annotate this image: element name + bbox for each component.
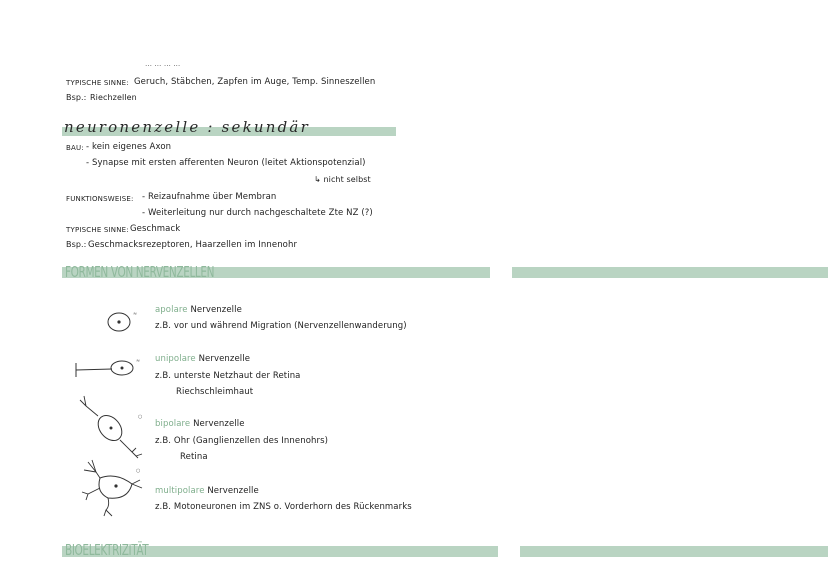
- bsp-2-value: Geschmacksrezeptoren, Haarzellen im Inne…: [88, 240, 298, 250]
- neuron-3-example-2: Retina: [180, 452, 208, 462]
- neuron-4-rest: Nervenzelle: [207, 486, 259, 496]
- neuron-4-title: multipolare Nervenzelle: [155, 486, 259, 496]
- neuron-4-example-1: z.B. Motoneuronen im ZNS o. Vorderhorn d…: [155, 502, 412, 512]
- neuron-3-rest: Nervenzelle: [193, 419, 245, 429]
- bau-line-3: ↳ nicht selbst: [314, 175, 371, 184]
- typische-sinne-label: TYPISCHE SINNE:: [66, 79, 129, 87]
- neuron-1-rest: Nervenzelle: [190, 305, 242, 315]
- funktionsweise-line-2: - Weiterleitung nur durch nachgeschaltet…: [142, 208, 373, 218]
- section-title-bioelektrizitaet: BIOELEKTRIZITÄT: [65, 541, 149, 559]
- neuron-2-example-2: Riechschleimhaut: [176, 387, 254, 397]
- section-bar-left: [62, 267, 490, 278]
- section-bar-right: [512, 267, 828, 278]
- svg-text:≈: ≈: [133, 311, 137, 317]
- unipolar-neuron-icon: ≈: [75, 358, 140, 377]
- neuron-2-rest: Nervenzelle: [198, 354, 251, 364]
- typische-sinne-value: Geruch, Stäbchen, Zapfen im Auge, Temp. …: [134, 77, 376, 87]
- typische-sinne-2-label: TYPISCHE SINNE:: [66, 226, 129, 234]
- cursive-heading-highlight: [62, 127, 396, 136]
- section-bar-bio-right: [520, 546, 828, 557]
- neuron-3-type: bipolare: [155, 419, 191, 429]
- multipolar-neuron-icon: ○: [81, 459, 143, 517]
- neuron-2-title: unipolare Nervenzelle: [155, 354, 250, 364]
- bipolar-neuron-icon: ○: [79, 395, 142, 459]
- neuron-1-example: z.B. vor und während Migration (Nervenze…: [155, 321, 407, 331]
- neuron-3-title: bipolare Nervenzelle: [155, 419, 245, 429]
- neuron-1-title: apolare Nervenzelle: [155, 305, 242, 315]
- cut-off-line: … … … …: [145, 60, 181, 68]
- cursive-heading: neuronenzelle : sekundär: [64, 118, 310, 136]
- section-bar-bio-left: [62, 546, 498, 557]
- bsp-2-label: Bsp.:: [66, 240, 87, 249]
- apolar-neuron-icon: ≈: [107, 311, 137, 332]
- section-title-formen: FORMEN VON NERVENZELLEN: [65, 263, 215, 281]
- bsp-value: Riechzellen: [90, 93, 137, 102]
- svg-text:≈: ≈: [136, 358, 140, 364]
- neuron-3-example-1: z.B. Ohr (Ganglienzellen des Innenohrs): [155, 436, 329, 446]
- neuron-4-type: multipolare: [155, 486, 205, 496]
- bau-line-1: - kein eigenes Axon: [86, 142, 172, 152]
- bsp-label: Bsp.:: [66, 93, 87, 102]
- neuron-2-type: unipolare: [155, 354, 196, 364]
- bau-label: BAU:: [66, 144, 84, 152]
- neuron-1-type: apolare: [155, 305, 188, 315]
- svg-text:○: ○: [138, 414, 142, 420]
- bau-line-2: - Synapse mit ersten afferenten Neuron (…: [86, 158, 366, 168]
- neuron-2-example-1: z.B. unterste Netzhaut der Retina: [155, 371, 301, 381]
- funktionsweise-line-1: - Reizaufnahme über Membran: [142, 192, 277, 202]
- svg-text:○: ○: [136, 468, 140, 474]
- funktionsweise-label: FUNKTIONSWEISE:: [66, 195, 134, 203]
- typische-sinne-2-value: Geschmack: [130, 224, 181, 234]
